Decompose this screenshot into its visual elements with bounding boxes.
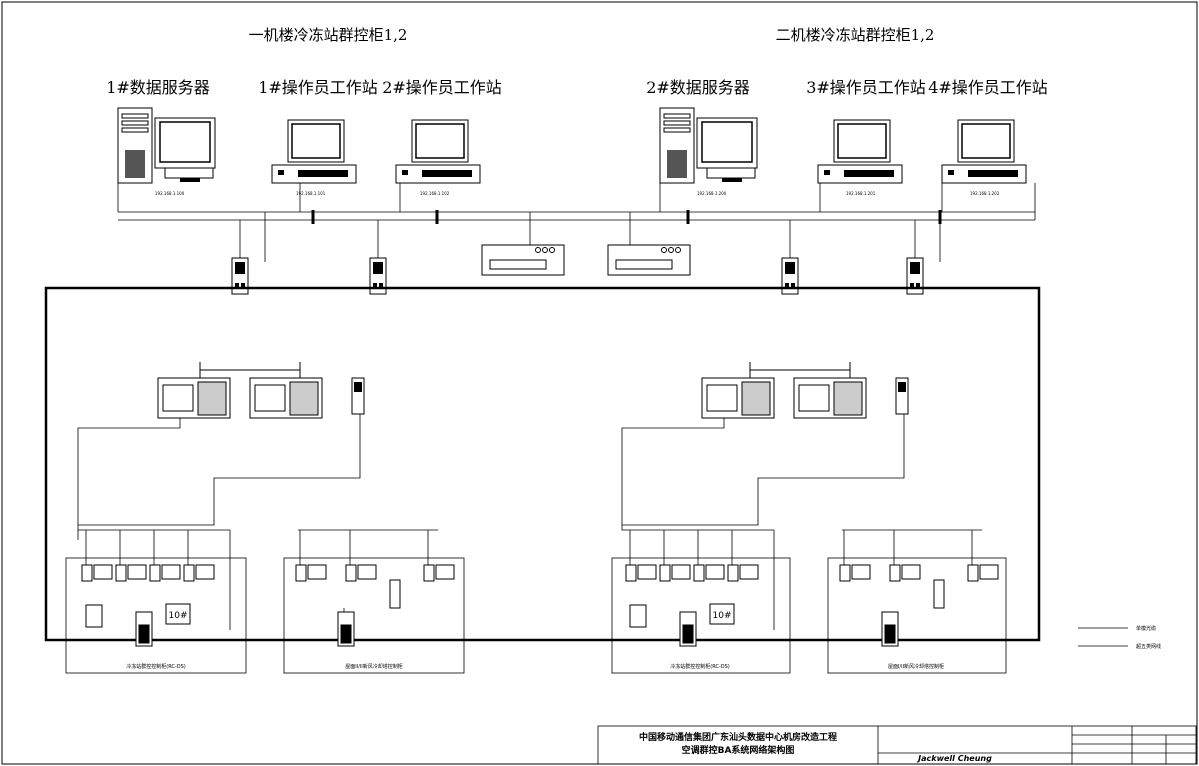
ip-label-2: 192.168.1.101	[296, 191, 326, 196]
designer-name: Jackwell Cheung	[916, 754, 992, 763]
workstation-4	[941, 119, 1027, 184]
right-bus-wiring	[621, 414, 982, 630]
ip-label-1: 192.168.1.100	[155, 191, 185, 196]
fiber-converter-3	[781, 257, 799, 295]
counter-box-2: 10#	[713, 611, 732, 621]
panel-4-devices	[839, 564, 999, 647]
panel-label-2: 屋面II/II新风冷却塔控制柜	[345, 663, 403, 670]
panel-label-1: 冷冻站群控控制柜(RC-DS)	[126, 663, 185, 670]
panel-box-1	[65, 557, 247, 674]
panel-label-4: 屋面I/II新风冷却塔控制柜	[888, 663, 944, 670]
panel-2-devices	[295, 564, 455, 647]
title-block	[597, 725, 1197, 765]
fiber-converter-4	[906, 257, 924, 295]
ip-label-3: 192.168.1.102	[420, 191, 450, 196]
server-2	[659, 107, 758, 184]
ip-label-6: 192.168.1.202	[970, 191, 1000, 196]
plc-group-right	[701, 362, 909, 419]
station-label-6: 4#操作员工作站	[928, 78, 1048, 97]
station-label-5: 3#操作员工作站	[806, 78, 926, 97]
right-group-header: 二机楼冷冻站群控柜1,2	[776, 26, 935, 44]
workstation-2	[395, 119, 481, 184]
ip-label-5: 192.168.1.201	[846, 191, 876, 196]
title-line-1: 中国移动通信集团广东汕头数据中心机房改造工程	[639, 731, 837, 743]
server-1	[117, 107, 216, 184]
station-label-4: 2#数据服务器	[646, 78, 750, 97]
panel-1-devices	[81, 564, 215, 647]
station-label-2: 1#操作员工作站	[258, 78, 378, 97]
plc-group-left	[157, 362, 365, 419]
left-bus-wiring	[77, 414, 438, 630]
ip-label-4: 192.168.1.200	[697, 191, 727, 196]
workstation-1	[271, 119, 357, 184]
panel-3-devices	[625, 564, 759, 647]
fiber-converter-1	[231, 257, 249, 295]
counter-box-1: 10#	[169, 611, 188, 621]
workstation-3	[817, 119, 903, 184]
panel-box-4	[827, 557, 1007, 674]
title-line-2: 空调群控BA系统网络架构图	[682, 744, 795, 756]
panel-box-2	[283, 557, 465, 674]
panel-label-3: 冷冻站群控控制柜(RC-DS)	[670, 663, 729, 670]
station-label-3: 2#操作员工作站	[382, 78, 502, 97]
switch-right	[607, 244, 691, 276]
station-label-1: 1#数据服务器	[106, 78, 210, 97]
legend-fiber-label: 单模光缆	[1136, 625, 1156, 632]
lan-bus	[117, 183, 1036, 262]
panel-box-3	[611, 557, 791, 674]
switch-left	[481, 244, 565, 276]
left-group-header: 一机楼冷冻站群控柜1,2	[249, 26, 408, 44]
legend-cat5-label: 超五类网线	[1136, 643, 1161, 650]
fiber-converter-2	[369, 257, 387, 295]
fiber-ring	[44, 286, 1041, 642]
